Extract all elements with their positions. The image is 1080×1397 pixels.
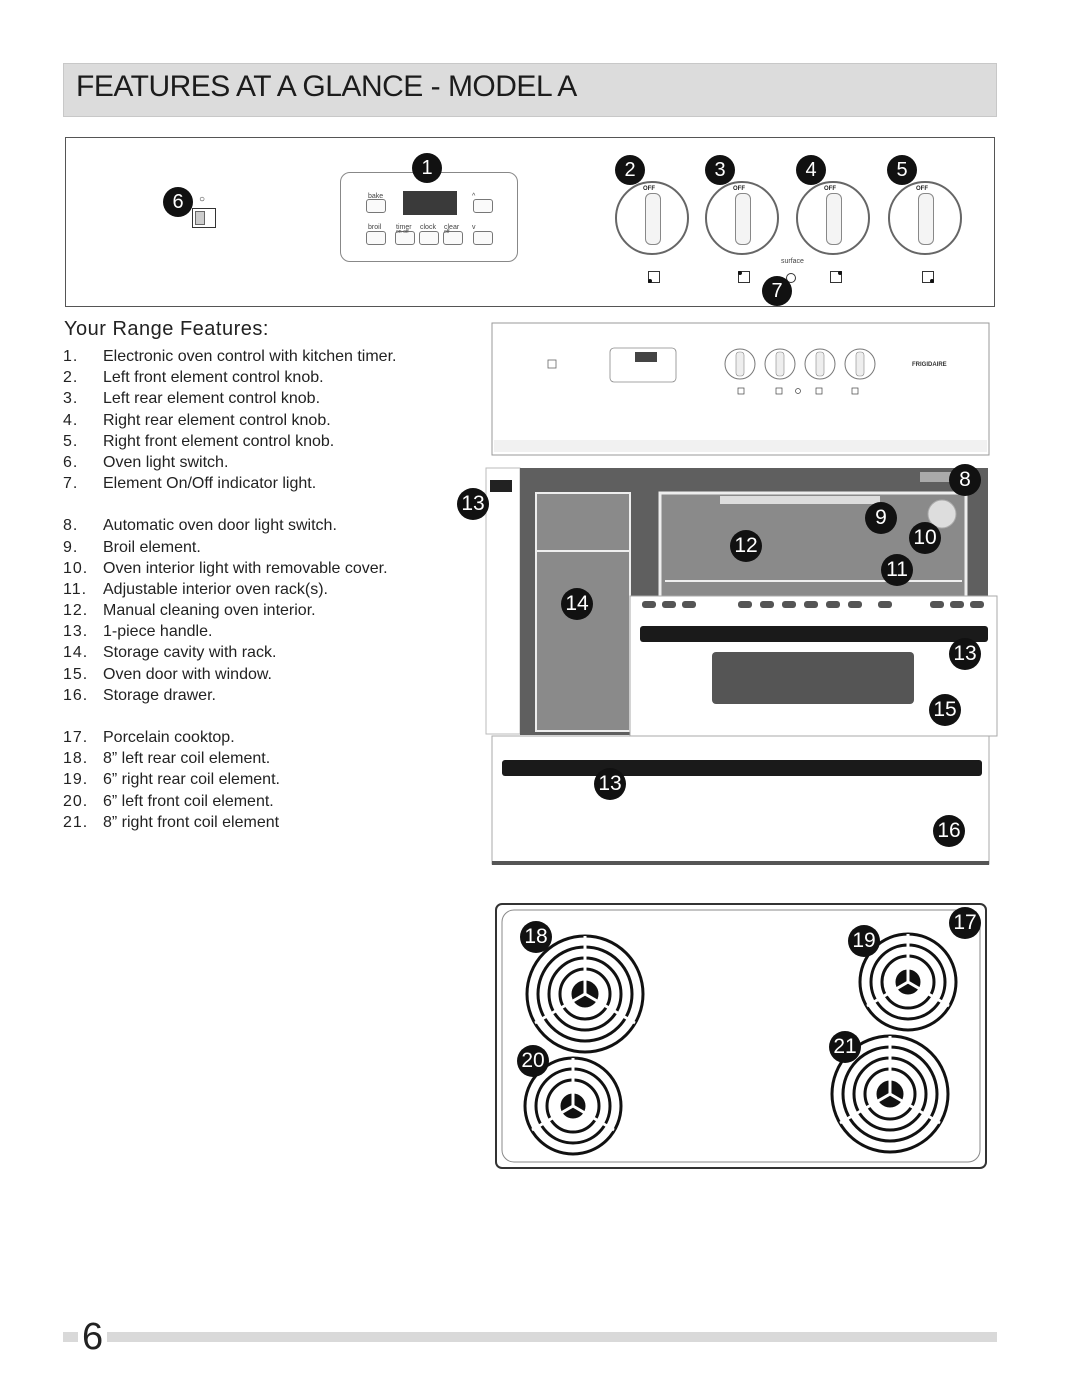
- right-rear-coil: [858, 932, 958, 1032]
- oven-light-switch: [192, 208, 216, 228]
- callout-4: 4: [796, 155, 826, 185]
- callout-15: 15: [929, 694, 961, 726]
- left-rear-coil: [525, 934, 645, 1054]
- up-key: [473, 199, 493, 213]
- features-list: 1.Electronic oven control with kitchen t…: [63, 346, 463, 833]
- list-item: 21.8” right front coil element: [63, 813, 280, 831]
- callout-5: 5: [887, 155, 917, 185]
- bake-label: bake: [368, 193, 384, 200]
- callout-16: 16: [933, 815, 965, 847]
- callout-11: 11: [881, 554, 913, 586]
- callout-17: 17: [949, 907, 981, 939]
- up-label: ^: [472, 193, 476, 200]
- control-panel-diagram: ○ bake ^ broil timer on-off clock clear …: [65, 137, 995, 307]
- clock-label: clock: [420, 224, 436, 231]
- callout-13-drawer: 13: [594, 768, 626, 800]
- list-item: 8.Automatic oven door light switch.: [63, 517, 337, 535]
- list-item: 16.Storage drawer.: [63, 686, 216, 704]
- broil-label: broil: [368, 224, 382, 231]
- callout-18: 18: [520, 921, 552, 953]
- callout-20: 20: [517, 1045, 549, 1077]
- right-front-coil: [830, 1034, 950, 1154]
- list-item: 7.Element On/Off indicator light.: [63, 475, 317, 493]
- callout-9: 9: [865, 502, 897, 534]
- list-item: 20.6” left front coil element.: [63, 792, 274, 810]
- list-item: 15.Oven door with window.: [63, 665, 272, 683]
- brand-logo: FRIGIDAIRE: [912, 362, 947, 368]
- list-item: 1.Electronic oven control with kitchen t…: [63, 348, 397, 365]
- list-item: 10.Oven interior light with removable co…: [63, 559, 388, 577]
- left-front-coil: [523, 1056, 623, 1156]
- list-item: 17.Porcelain cooktop.: [63, 729, 235, 746]
- down-key: [473, 231, 493, 245]
- list-item: 2.Left front element control knob.: [63, 369, 324, 387]
- callout-1: 1: [412, 153, 442, 183]
- timer-label: timer: [396, 224, 412, 231]
- callout-8: 8: [949, 464, 981, 496]
- clear-sub-label: off: [444, 229, 450, 235]
- callout-13-door: 13: [949, 638, 981, 670]
- page-header: FEATURES AT A GLANCE - MODEL A: [63, 63, 997, 117]
- callout-6: 6: [163, 187, 193, 217]
- callout-21: 21: [829, 1031, 861, 1063]
- list-item: 9.Broil element.: [63, 538, 201, 556]
- range-front-illustration: FRIGIDAIRE: [485, 322, 998, 865]
- callout-3: 3: [705, 155, 735, 185]
- footer-bar: [63, 1332, 997, 1342]
- list-item: 4.Right rear element control knob.: [63, 411, 331, 429]
- left-front-indicator: [648, 271, 660, 283]
- right-front-knob: OFF: [888, 181, 962, 255]
- list-item: 5.Right front element control knob.: [63, 432, 335, 450]
- knob-off-label: OFF: [916, 186, 928, 192]
- timer-key: [395, 231, 415, 245]
- broil-key: [366, 231, 386, 245]
- cooktop-illustration: [495, 903, 987, 1169]
- down-label: v: [472, 224, 476, 231]
- list-item: 18.8” left rear coil element.: [63, 750, 271, 768]
- list-item: 6.Oven light switch.: [63, 453, 229, 471]
- callout-13-handle: 13: [457, 488, 489, 520]
- list-item: 12.Manual cleaning oven interior.: [63, 602, 316, 620]
- electronic-oven-control: bake ^ broil timer on-off clock clear of…: [340, 172, 518, 262]
- knob-off-label: OFF: [824, 186, 836, 192]
- callout-12: 12: [730, 530, 762, 562]
- right-front-indicator: [922, 271, 934, 283]
- bake-key: [366, 199, 386, 213]
- right-rear-knob: OFF: [796, 181, 870, 255]
- knob-off-label: OFF: [643, 186, 655, 192]
- right-rear-indicator: [830, 271, 842, 283]
- clear-key: [443, 231, 463, 245]
- callout-19: 19: [848, 925, 880, 957]
- callout-2: 2: [615, 155, 645, 185]
- knob-off-label: OFF: [733, 186, 745, 192]
- surface-label: surface: [781, 258, 804, 265]
- callout-14: 14: [561, 588, 593, 620]
- element-on-light: [786, 273, 796, 283]
- page-number: 6: [78, 1316, 108, 1359]
- list-item: 3.Left rear element control knob.: [63, 390, 321, 408]
- clock-key: [419, 231, 439, 245]
- list-item: 13.1-piece handle.: [63, 623, 213, 641]
- list-item: 19.6” right rear coil element.: [63, 771, 280, 789]
- clear-label: clear: [444, 224, 460, 231]
- list-item: 14.Storage cavity with rack.: [63, 644, 277, 662]
- timer-sub-label: on-off: [396, 229, 409, 235]
- left-front-knob: OFF: [615, 181, 689, 255]
- left-rear-indicator: [738, 271, 750, 283]
- control-display: [403, 191, 457, 215]
- callout-7: 7: [762, 276, 792, 306]
- list-item: 11.Adjustable interior oven rack(s).: [63, 580, 328, 598]
- left-rear-knob: OFF: [705, 181, 779, 255]
- page-title: FEATURES AT A GLANCE - MODEL A: [76, 70, 577, 103]
- callout-10: 10: [909, 522, 941, 554]
- features-title: Your Range Features:: [64, 318, 269, 340]
- light-bulb-icon: ○: [199, 194, 206, 205]
